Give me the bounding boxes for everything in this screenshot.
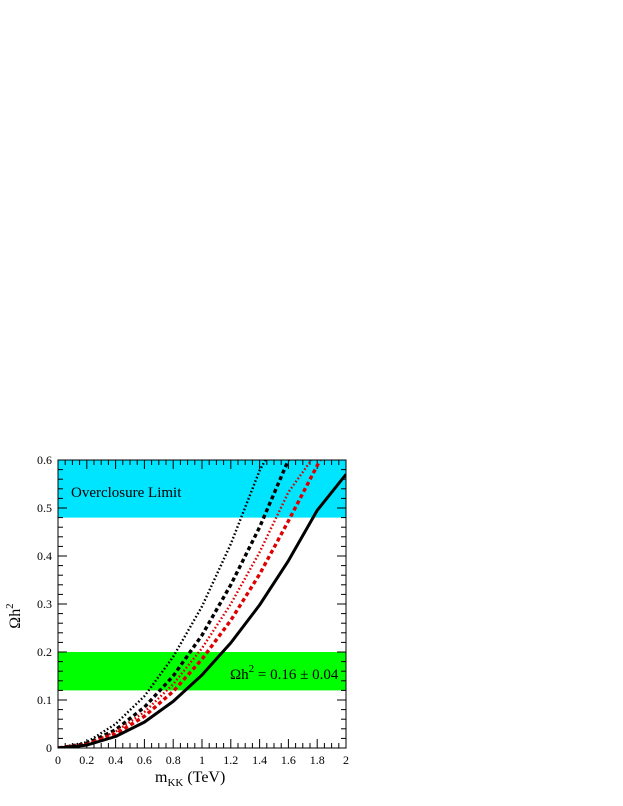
y-axis-label: Ωh2 — [4, 603, 24, 628]
x-tick-label: 0.6 — [137, 753, 152, 767]
series-0-dotted-line — [58, 460, 267, 748]
y-axis-label-main: Ωh — [7, 609, 24, 629]
x-tick-label: 1 — [199, 753, 205, 767]
x-tick-label: 1.2 — [223, 753, 238, 767]
x-axis-label-sub: KK — [167, 777, 183, 789]
y-axis-label-sup: 2 — [4, 603, 16, 609]
x-axis-label-unit: (TeV) — [183, 769, 225, 786]
plot-frame — [57, 459, 347, 749]
band-label-relic-sup: 2 — [249, 663, 255, 675]
y-tick-label: 0.5 — [37, 501, 52, 515]
band-label-relic-suffix: = 0.16 ± 0.04 — [254, 667, 339, 683]
y-tick-label: 0.6 — [37, 453, 52, 467]
y-tick-label: 0.2 — [37, 645, 52, 659]
band-label-relic-prefix: Ωh — [230, 667, 249, 683]
series-4-solid-line — [58, 473, 346, 748]
x-tick-label: 2 — [343, 753, 349, 767]
y-tick-label: 0.4 — [37, 549, 52, 563]
x-tick-label: 1.6 — [281, 753, 296, 767]
band-0 — [58, 460, 346, 518]
y-tick-label: 0 — [46, 741, 52, 755]
x-axis-label: mKK (TeV) — [155, 769, 225, 789]
y-tick-label: 0.1 — [37, 693, 52, 707]
band-label-overclosure: Overclosure Limit — [71, 485, 182, 501]
x-axis-label-main: m — [155, 769, 168, 786]
y-tick-label: 0.3 — [37, 597, 52, 611]
band-label-relic: Ωh2 = 0.16 ± 0.04 — [230, 663, 339, 683]
series-1-dashed-line — [58, 460, 291, 748]
x-tick-label: 1.4 — [252, 753, 267, 767]
x-tick-label: 0 — [55, 753, 61, 767]
series-layer — [58, 460, 346, 748]
x-tick-label: 0.4 — [108, 753, 123, 767]
x-tick-label: 0.8 — [166, 753, 181, 767]
x-tick-label: 1.8 — [310, 753, 325, 767]
x-tick-label: 0.2 — [79, 753, 94, 767]
tick-labels-layer: 0 0.2 0.4 0.6 0.8 1 1.2 1.4 1.6 1.8 2 0 0.1 0.2 0.3 0.4… — [37, 453, 349, 767]
